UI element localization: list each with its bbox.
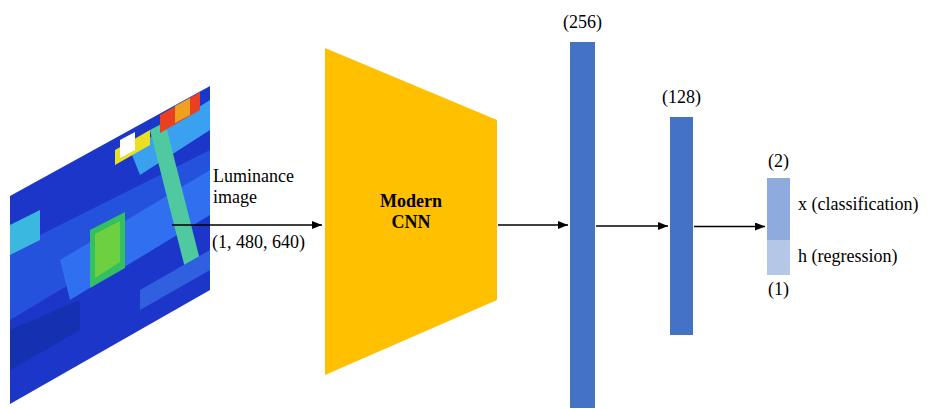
dense-layer-bar: (128) (670, 117, 693, 335)
output-name: x (classification) (798, 194, 918, 215)
input-arrow (172, 224, 322, 226)
regression-segment (767, 240, 790, 275)
layer-size: (256) (545, 12, 620, 33)
input-name: Luminance image (213, 166, 313, 207)
cnn-block: Modern CNN (325, 48, 497, 375)
output-layer-bar: (2)x (classification)h (regression)(1) (767, 178, 790, 275)
output-size: (1) (741, 279, 816, 300)
flow-arrow (498, 224, 568, 226)
output-size: (2) (741, 151, 816, 172)
luminance-image (0, 80, 215, 409)
classification-segment (767, 178, 790, 240)
dense-layer-bar: (256) (570, 42, 595, 408)
flow-arrow (694, 226, 765, 228)
block-title: Modern CNN (365, 191, 457, 232)
output-name: h (regression) (798, 246, 897, 267)
flow-arrow (596, 225, 668, 227)
layer-size: (128) (644, 87, 719, 108)
trapezoid-shape (325, 48, 497, 375)
input-shape: (1, 480, 640) (212, 232, 305, 253)
